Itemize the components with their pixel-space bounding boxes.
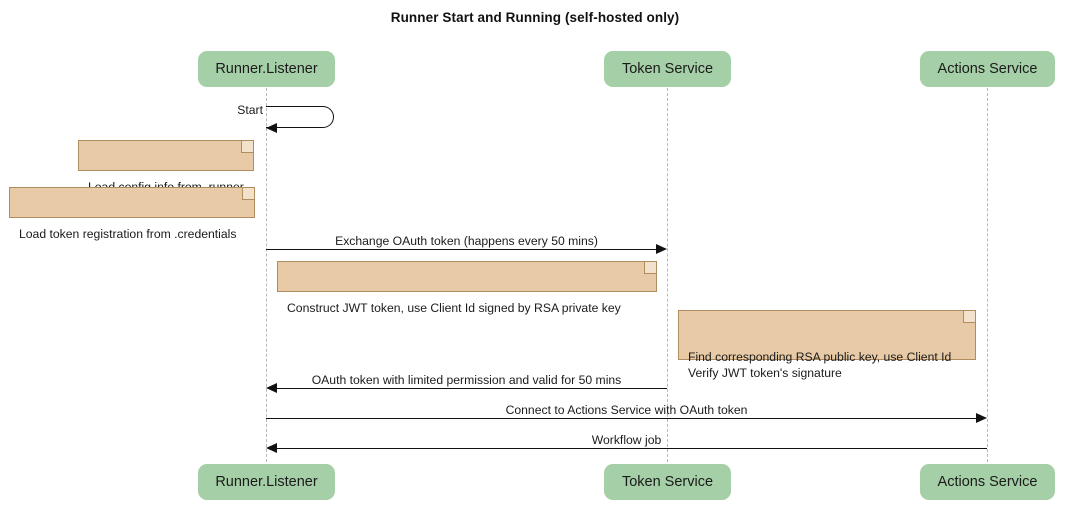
participant-token-bottom[interactable]: Token Service	[604, 464, 731, 500]
message-label-oauth-token-reply: OAuth token with limited permission and …	[311, 373, 622, 387]
message-line-workflow-job	[273, 448, 987, 449]
note-fold-icon	[241, 141, 253, 153]
participant-label: Token Service	[621, 61, 714, 77]
note-load-token-registration: Load token registration from .credential…	[9, 187, 255, 241]
participant-label: Runner.Listener	[215, 474, 318, 490]
note-text: Construct JWT token, use Client Id signe…	[287, 301, 621, 315]
participant-actions-top[interactable]: Actions Service	[920, 51, 1055, 87]
self-message-label-start: Start	[237, 103, 263, 117]
message-label-connect-actions-service: Connect to Actions Service with OAuth to…	[505, 403, 748, 417]
note-text: Find corresponding RSA public key, use C…	[688, 350, 952, 380]
self-message-arrowhead-start	[266, 122, 277, 133]
message-line-exchange-oauth-token	[266, 249, 660, 250]
message-arrowhead-workflow-job	[266, 442, 277, 453]
note-load-config: Load config info from .runner	[78, 140, 254, 194]
lifeline-runner	[266, 88, 267, 462]
message-arrowhead-oauth-token-reply	[266, 382, 277, 393]
participant-actions-bottom[interactable]: Actions Service	[920, 464, 1055, 500]
lifeline-actions	[987, 88, 988, 462]
message-arrowhead-exchange-oauth-token	[656, 243, 667, 254]
participant-label: Runner.Listener	[215, 61, 318, 77]
self-message-loop-start	[266, 106, 334, 128]
lifeline-token	[667, 88, 668, 462]
message-label-workflow-job: Workflow job	[591, 433, 662, 447]
note-text: Load token registration from .credential…	[19, 227, 237, 241]
message-line-connect-actions-service	[266, 418, 980, 419]
participant-runner-top[interactable]: Runner.Listener	[198, 51, 335, 87]
note-verify-jwt: Find corresponding RSA public key, use C…	[678, 310, 976, 380]
note-fold-icon	[963, 311, 975, 323]
note-fold-icon	[242, 188, 254, 200]
participant-token-top[interactable]: Token Service	[604, 51, 731, 87]
note-fold-icon	[644, 262, 656, 274]
participant-label: Actions Service	[937, 61, 1038, 77]
note-construct-jwt: Construct JWT token, use Client Id signe…	[277, 261, 657, 315]
message-arrowhead-connect-actions-service	[976, 412, 987, 423]
message-label-exchange-oauth-token: Exchange OAuth token (happens every 50 m…	[335, 234, 598, 248]
participant-label: Actions Service	[937, 474, 1038, 490]
message-line-oauth-token-reply	[273, 388, 667, 389]
participant-runner-bottom[interactable]: Runner.Listener	[198, 464, 335, 500]
participant-label: Token Service	[621, 474, 714, 490]
page-title: Runner Start and Running (self-hosted on…	[390, 10, 680, 25]
